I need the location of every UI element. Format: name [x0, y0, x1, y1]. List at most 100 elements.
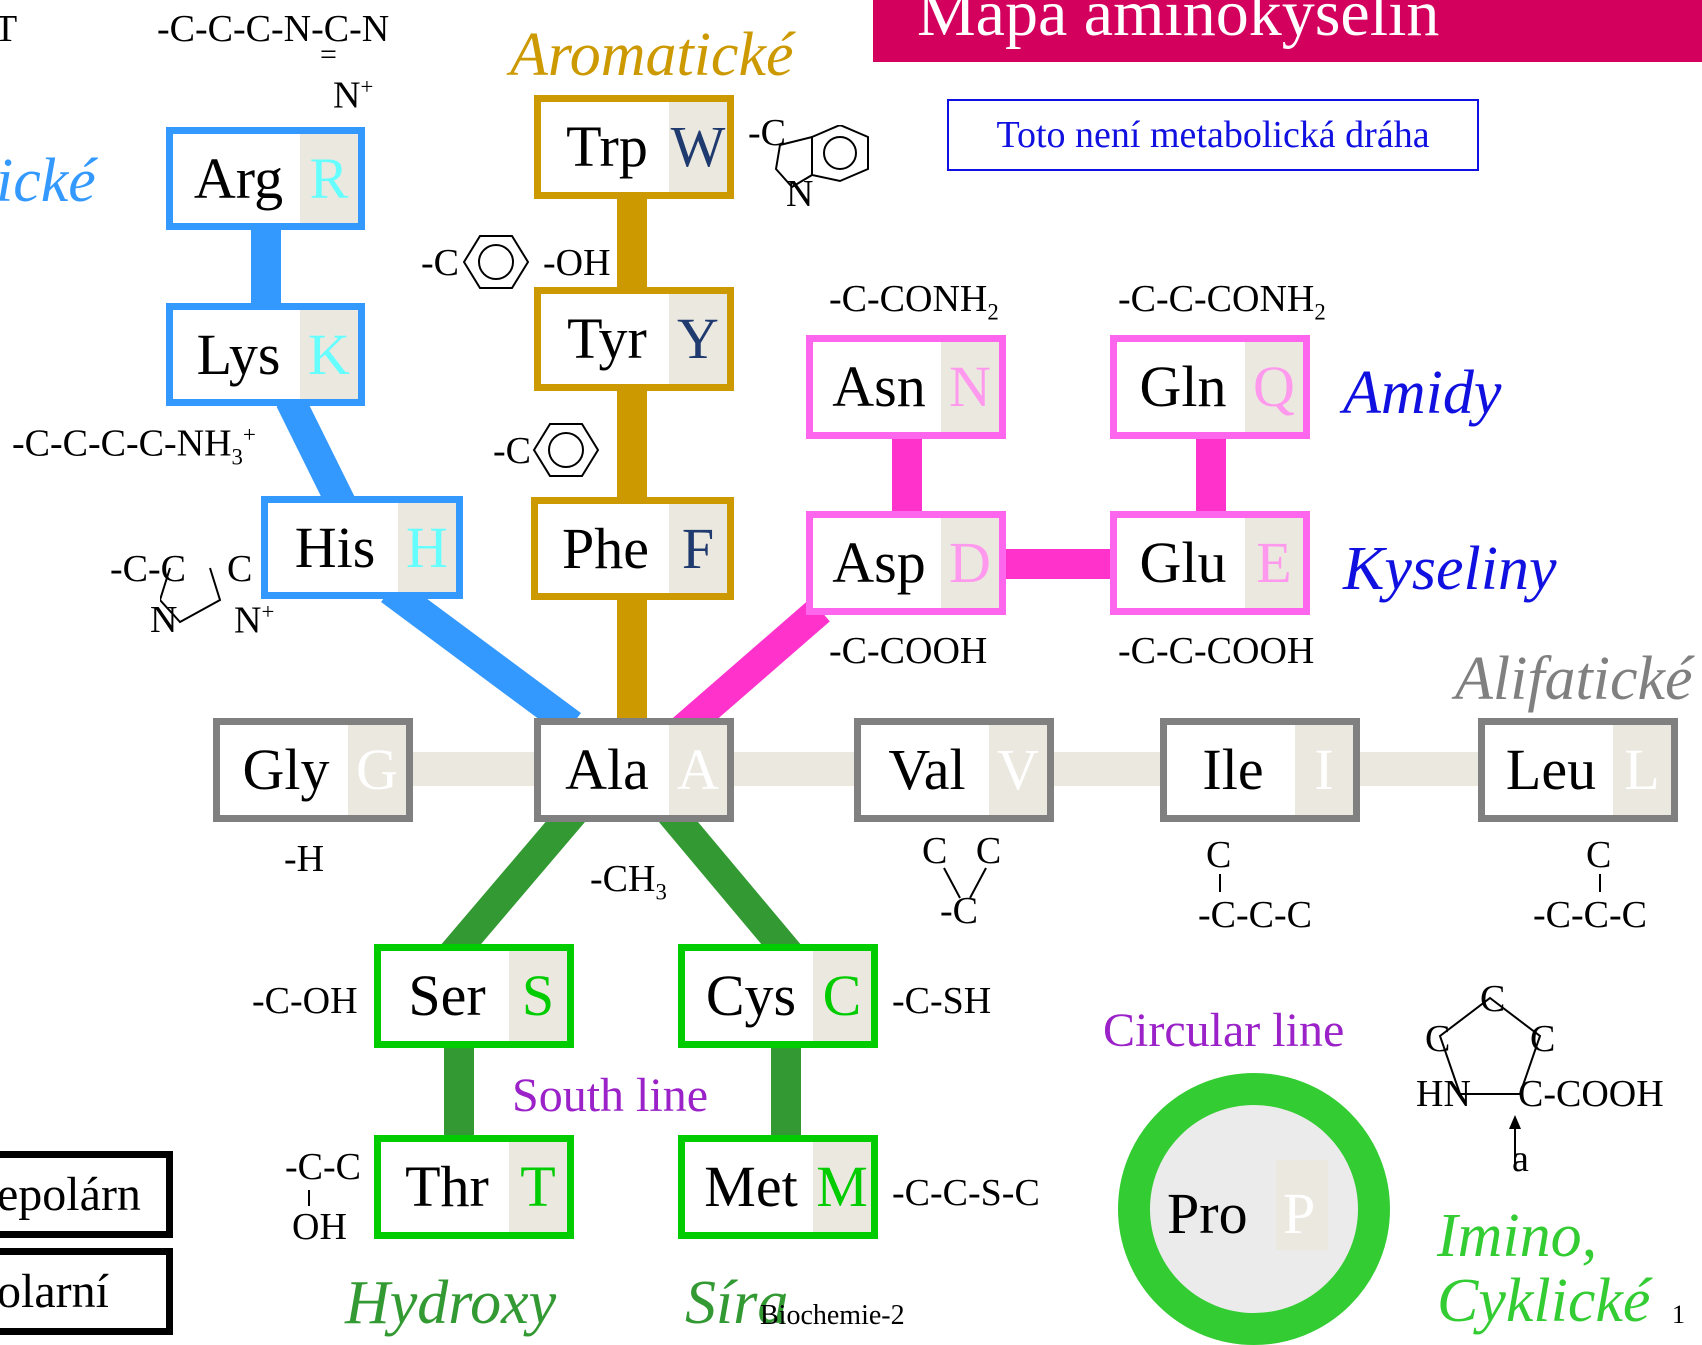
corner-t-label: T [0, 8, 18, 50]
leu-side-chain-bottom: -C-C-C [1533, 894, 1647, 936]
thr-side-chain-bottom: OH [292, 1206, 347, 1248]
asn-sub-2: 2 [987, 299, 999, 325]
group-sulfur: Síra [685, 1269, 789, 1337]
glu-side-chain: -C-C-COOH [1118, 630, 1315, 672]
pro-circle [1118, 1073, 1390, 1345]
pro-cooh: C-COOH [1518, 1073, 1664, 1115]
arg-n-label: N [333, 74, 361, 117]
ala-sub-3: 3 [655, 879, 667, 905]
aa-name-met: Met [704, 1154, 798, 1219]
aa-name-val: Val [888, 737, 966, 802]
his-ring-n: N [150, 599, 178, 641]
aa-box-asp: Asp D [806, 511, 1006, 615]
aa-letter-met: M [813, 1142, 871, 1232]
val-side-chain-top: C C [922, 830, 1002, 872]
aa-box-trp: Trp W [534, 95, 734, 199]
aa-letter-ile: I [1295, 725, 1353, 815]
aromatic-line [617, 190, 647, 735]
cys-side-chain: -C-SH [892, 980, 992, 1022]
leu-bond [1599, 874, 1601, 892]
thr-bond [308, 1190, 310, 1206]
asn-side-chain: -C-CONH2 [829, 280, 999, 324]
aa-box-gly: Gly G [213, 718, 413, 822]
aa-box-thr: Thr T [374, 1135, 574, 1239]
group-basic: ické [0, 147, 96, 215]
tyr-benzene-icon [462, 235, 530, 289]
aa-letter-thr: T [509, 1142, 567, 1232]
legend-nonpolar-label: epolárn [0, 1168, 141, 1221]
group-acids: Kyseliny [1343, 535, 1557, 603]
legend-polar-label: olarní [0, 1265, 109, 1318]
not-metabolic-note: Toto není metabolická dráha [947, 99, 1479, 171]
phe-benzene-icon [532, 423, 600, 477]
pro-ring-icon [1438, 996, 1542, 1095]
aa-letter-gln: Q [1245, 342, 1303, 432]
aa-name-arg: Arg [193, 145, 284, 211]
aa-box-lys: Lys K [166, 303, 365, 406]
aa-box-glu: Glu E [1110, 511, 1310, 615]
aa-letter-leu: L [1613, 725, 1671, 815]
aa-box-met: Met M [678, 1135, 878, 1239]
ile-side-chain-bottom: -C-C-C [1198, 894, 1312, 936]
trp-indole-icon [774, 125, 869, 189]
lys-sub-3: 3 [231, 444, 243, 470]
pro-hn: HN [1416, 1073, 1471, 1115]
gln-side-chain-text: -C-C-CONH [1118, 278, 1315, 320]
aa-box-his: His H [261, 496, 463, 599]
his-ring-n-plus: N+ [234, 599, 275, 640]
link-lys-his [276, 393, 356, 512]
pro-alpha-label: a [1512, 1138, 1529, 1180]
aa-box-ser: Ser S [374, 944, 574, 1048]
aa-name-lys: Lys [196, 321, 281, 387]
pro-alpha-arrow-icon [1509, 1115, 1521, 1165]
aa-name-glu: Glu [1139, 530, 1227, 595]
aa-letter-asn: N [941, 342, 999, 432]
val-branch-icon [943, 867, 987, 899]
aa-name-thr: Thr [405, 1154, 489, 1219]
aa-letter-lys: K [300, 310, 358, 399]
leu-side-chain-top: C [1586, 834, 1612, 876]
south-line-label: South line [512, 1069, 709, 1122]
met-side-chain: -C-C-S-C [892, 1172, 1040, 1214]
tyr-oh: -OH [543, 242, 611, 284]
aa-name-gln: Gln [1139, 354, 1227, 419]
ala-side-chain: -CH3 [590, 860, 667, 904]
aa-letter-val: V [989, 725, 1047, 815]
ser-side-chain: -C-OH [252, 980, 358, 1022]
page-title: Mapa aminokyselin [917, 0, 1440, 50]
title-banner: Mapa aminokyselin [873, 0, 1702, 62]
ile-bond [1219, 874, 1221, 892]
ile-side-chain-top: C [1206, 834, 1232, 876]
link-his-ala [381, 577, 581, 738]
group-aliphatic: Alifatické [1455, 645, 1693, 713]
lys-side-chain: -C-C-C-C-NH3+ [12, 422, 256, 470]
lys-side-chain-text: -C-C-C-C-NH [12, 422, 232, 465]
aa-letter-trp: W [669, 102, 727, 192]
aa-name-phe: Phe [562, 515, 649, 581]
his-side-chain-pre: -C-C [110, 548, 186, 590]
his-ring-c: C [227, 548, 253, 590]
gln-side-chain: -C-C-CONH2 [1118, 280, 1326, 324]
aa-letter-ser: S [509, 951, 567, 1041]
aa-letter-pro-bg [1276, 1160, 1328, 1250]
aa-box-leu: Leu L [1478, 718, 1678, 822]
aa-box-tyr: Tyr Y [534, 287, 734, 391]
thr-side-chain-top: -C-C [285, 1146, 361, 1188]
aa-letter-glu: E [1245, 518, 1303, 608]
aa-letter-asp: D [941, 518, 999, 608]
aa-name-his: His [294, 514, 376, 580]
pro-c-top: C [1480, 978, 1506, 1020]
aa-box-asn: Asn N [806, 335, 1006, 439]
aa-letter-phe: F [669, 504, 727, 593]
link-ala-cys [648, 790, 802, 965]
his-plus: + [261, 599, 275, 624]
aa-letter-gly: G [348, 725, 406, 815]
link-asp-ala [672, 598, 830, 742]
aa-box-ala: Ala A [534, 718, 734, 822]
group-imino: Imino, [1437, 1202, 1598, 1270]
aa-name-asp: Asp [832, 530, 926, 595]
pro-c-right: C [1530, 1018, 1556, 1060]
pro-c-left: C [1425, 1018, 1451, 1060]
link-ser-thr [444, 1040, 474, 1140]
